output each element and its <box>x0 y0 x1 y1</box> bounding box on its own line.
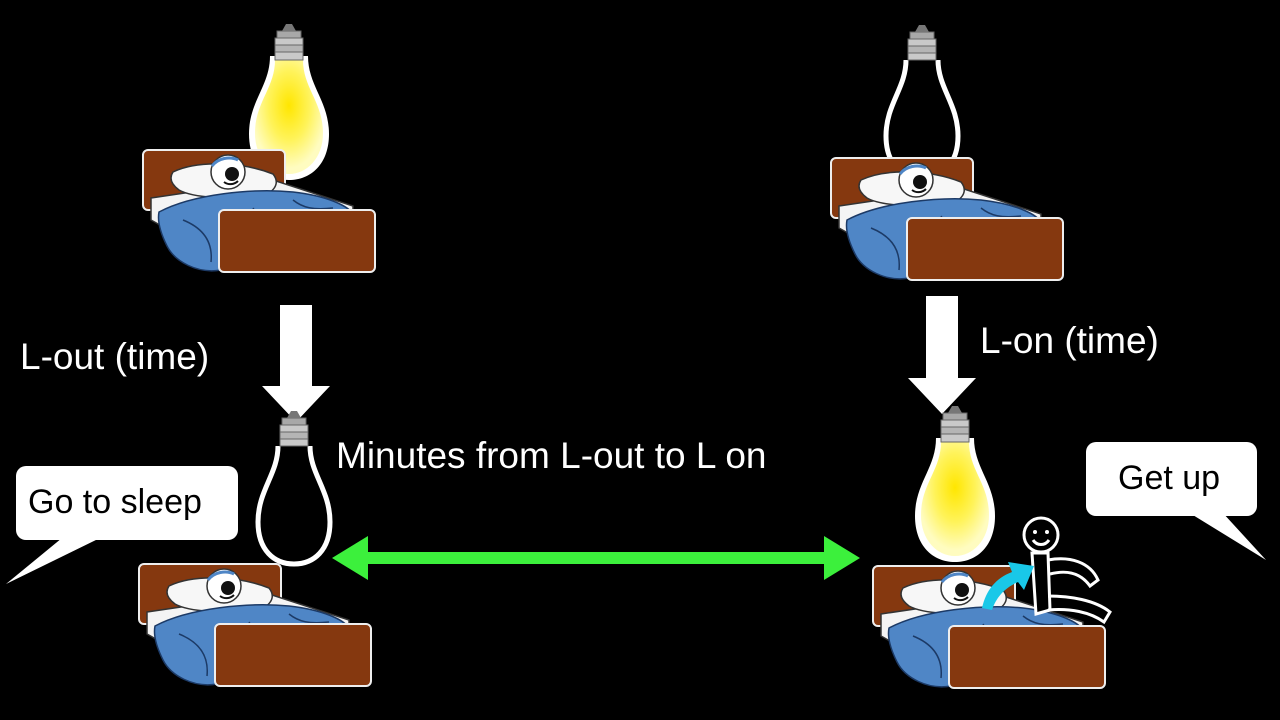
speech-bubble-wake <box>1086 442 1266 560</box>
down-arrow-icon <box>262 305 330 422</box>
bed-icon <box>830 157 1064 281</box>
speech-bubble-sleep <box>6 466 238 584</box>
sleeping-face-icon <box>205 567 243 605</box>
sleep-bubble-text: Go to sleep <box>28 483 202 521</box>
wake-bubble-text: Get up <box>1118 459 1221 497</box>
bed-icon <box>872 565 1106 689</box>
sleeping-face-icon <box>939 569 977 607</box>
stick-figure-icon <box>1022 516 1112 625</box>
lights-out-label: L-out (time) <box>20 336 210 377</box>
bed-icon <box>138 563 372 687</box>
bed-icon <box>142 149 376 273</box>
light-bulb-on-icon <box>914 405 996 563</box>
interval-double-arrow-icon <box>332 536 860 580</box>
light-bulb-off-icon <box>258 411 330 564</box>
lights-on-label: L-on (time) <box>980 320 1159 361</box>
light-bulb-off-icon <box>886 25 958 178</box>
down-arrow-icon <box>908 296 976 414</box>
get-up-arrow-icon <box>982 562 1034 610</box>
sleeping-face-icon <box>897 161 935 199</box>
interval-label: Minutes from L-out to L on <box>336 435 767 476</box>
sleeping-face-icon <box>209 153 247 191</box>
